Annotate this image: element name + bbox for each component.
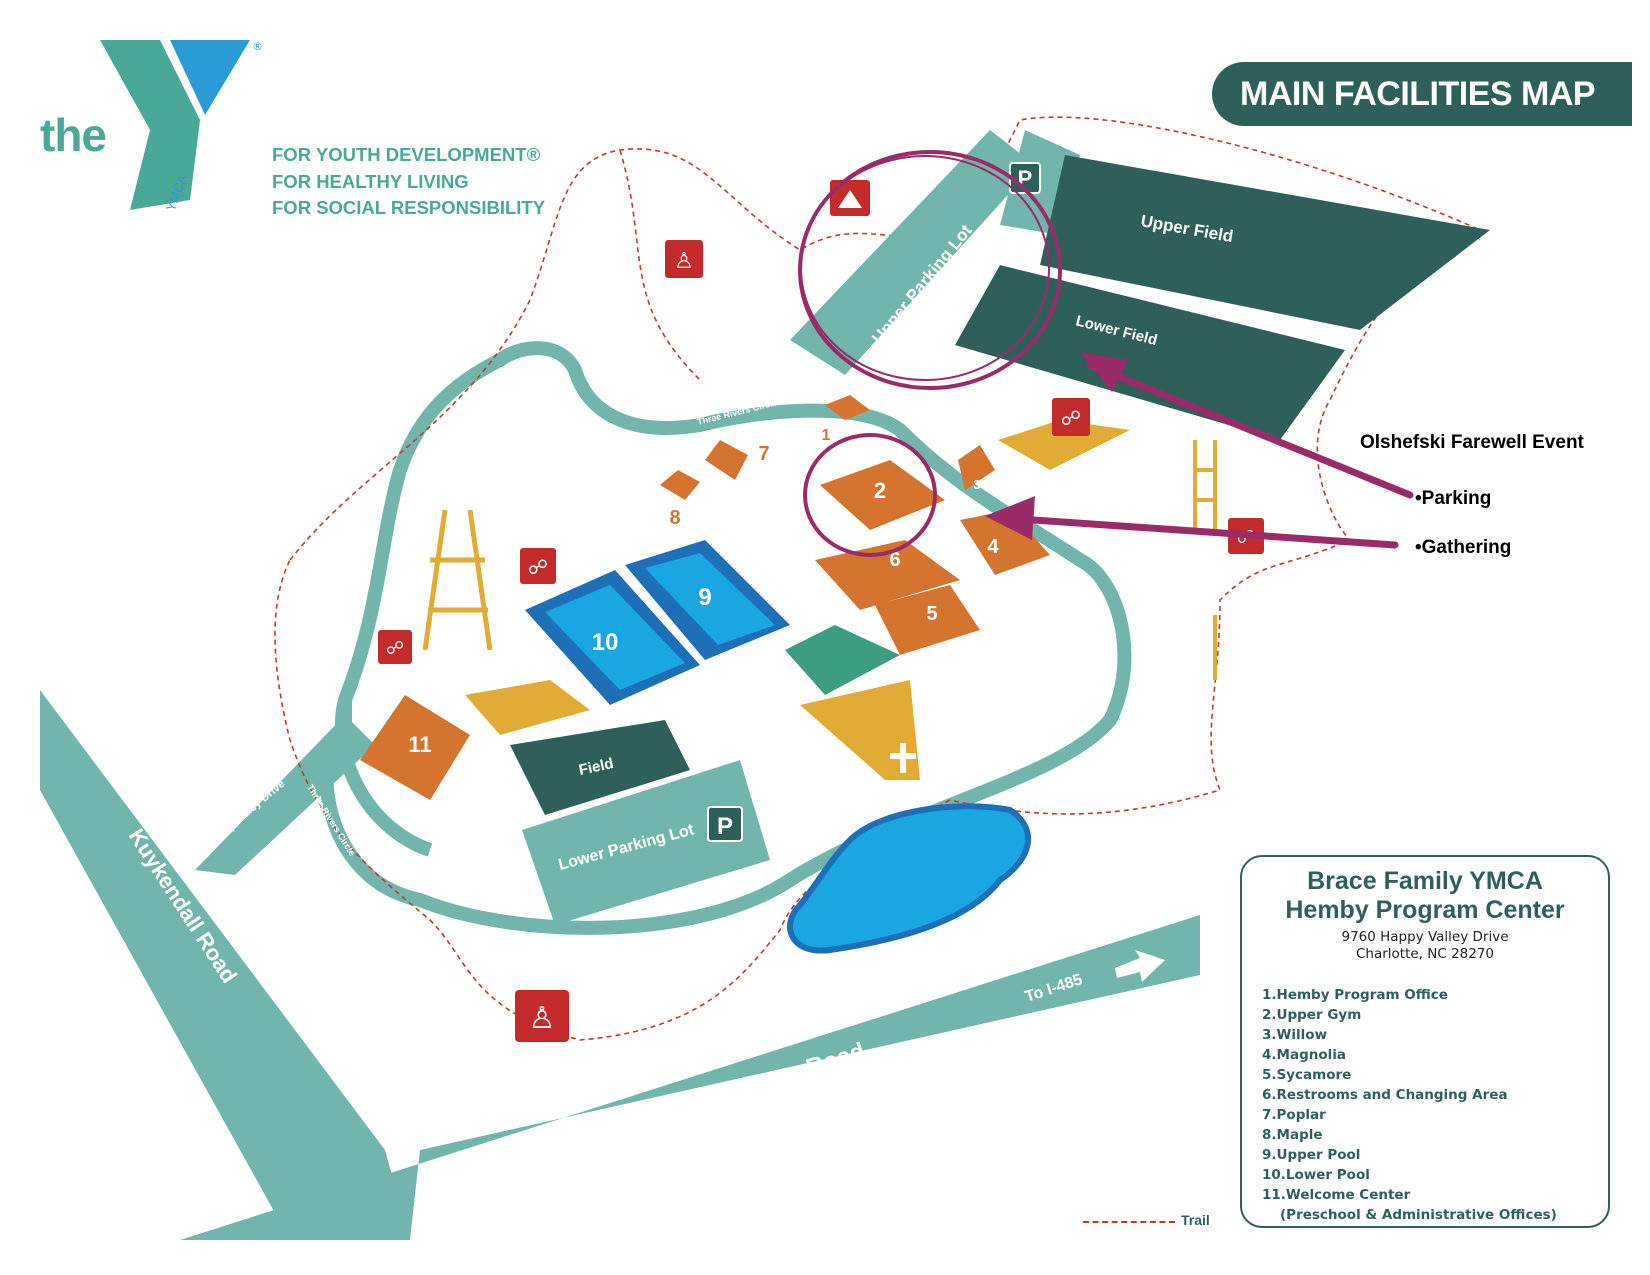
event-parking: •Parking [1415,488,1492,509]
lower-parking-lot: Lower Parking Lot P [522,760,770,925]
buildings: 2 6 4 5 3 1 7 8 11 [360,395,1050,800]
building-11-label: 11 [408,732,431,757]
logo-the-text: the [40,109,107,161]
tagline-3: FOR SOCIAL RESPONSIBILITY [272,197,546,218]
building-1 [825,395,870,420]
svg-text:♙: ♙ [529,1001,556,1036]
center-name-line2: Hemby Program Center [1285,896,1565,924]
building-3-label: 3 [973,477,980,492]
pool-9-label: 9 [698,584,711,611]
pools: 10 9 [525,540,790,705]
building-1-label: 1 [822,427,831,444]
parking-arrow [1086,361,1414,499]
dark-green-lawn [785,625,900,695]
legend-item: 3.Willow [1262,1027,1328,1043]
trail-spur [619,149,701,381]
building-2-label: 2 [874,478,886,503]
svg-text:♙: ♙ [674,249,694,274]
logo-registered-mark: ® [252,40,263,53]
legend-item: 8.Maple [1262,1127,1323,1143]
logo-ymca-text: YMCA [163,172,190,214]
three-rivers-circle-road [319,341,1132,935]
to-i485-arrow [1115,950,1165,982]
hiker-icon: ♙ [665,240,703,278]
gathering-circle [803,433,937,557]
parking-circle [798,150,1062,390]
building-3 [958,445,995,490]
page-title: MAIN FACILITIES MAP [1212,62,1632,126]
activity-areas [465,420,1130,780]
zipline-icon-east: ☍ [1052,398,1090,436]
ymca-logo: the YMCA ® [30,30,290,230]
address-line2: Charlotte, NC 28270 [1355,946,1495,962]
building-6-label: 6 [889,549,900,571]
legend-item: 7.Poplar [1262,1107,1326,1123]
building-5-label: 5 [926,603,937,625]
building-7 [705,440,748,480]
tagline: FOR YOUTH DEVELOPMENT® FOR HEALTHY LIVIN… [272,142,545,222]
svg-text:☍: ☍ [528,555,548,579]
building-4-label: 4 [987,536,999,558]
lake [787,803,1031,954]
inner-loop-road [334,698,433,857]
legend-item: 2.Upper Gym [1262,1007,1362,1023]
tower-icon [1193,440,1217,680]
building-8 [660,470,700,500]
lower-parking-symbol: P [717,813,733,840]
trail-key-line [1083,1221,1175,1223]
pool-10-label: 10 [592,629,619,656]
building-11 [360,695,470,800]
lower-parking-icon [707,806,743,842]
tagline-2: FOR HEALTHY LIVING [272,170,469,192]
field-small [510,720,690,815]
gathering-arrow [1001,514,1399,549]
legend-item: 6.Restrooms and Changing Area [1262,1087,1508,1103]
legend-item: 4.Magnolia [1262,1047,1346,1063]
climbing-tower-icon [422,509,493,651]
climbing-icon: ☍ [520,548,556,584]
svg-text:☍: ☍ [1061,406,1081,430]
camp-tent-icon [830,180,870,216]
trail-key: Trail [1083,1212,1223,1232]
building-6 [815,540,960,610]
building-5 [875,585,980,655]
address-line1: 9760 Happy Valley Drive [1341,929,1509,945]
center-name-line1: Brace Family YMCA [1307,867,1543,895]
legend-item: 1.Hemby Program Office [1262,987,1448,1003]
building-4 [960,510,1050,575]
tagline-1: FOR YOUTH DEVELOPMENT® [272,144,541,165]
center-name: Brace Family YMCA Hemby Program Center [1242,867,1608,925]
upper-field [1040,155,1490,330]
building-2 [820,460,945,530]
hiker-icon-south: ♙ [515,990,569,1042]
building-8-label: 8 [669,507,680,529]
legend-item: 5.Sycamore [1262,1067,1352,1083]
info-panel: Brace Family YMCA Hemby Program Center 9… [1240,855,1610,1228]
zipline-icon-west: ☍ [378,630,412,664]
center-address: 9760 Happy Valley Drive Charlotte, NC 28… [1242,929,1608,963]
event-gathering: •Gathering [1415,537,1512,558]
legend-item: 9.Upper Pool [1262,1147,1361,1163]
event-title: Olshefski Farewell Event [1360,432,1584,453]
building-7-label: 7 [758,443,769,465]
providence-road [180,915,1200,1240]
svg-text:☍: ☍ [386,638,404,659]
event-annotations [798,150,1414,557]
legend-item: 11.Welcome Center [1262,1187,1411,1203]
fields: Upper Field Lower Field Field [510,155,1490,815]
legend-item: 10.Lower Pool [1262,1167,1370,1183]
kuykendall-road [40,690,410,1240]
ymca-logo-shape [100,40,250,210]
trail-key-label: Trail [1181,1212,1210,1228]
building-legend: 1.Hemby Program Office 2.Upper Gym 3.Wil… [1262,985,1608,1225]
cross-icon [890,743,916,773]
trail-path [274,116,1482,1041]
legend-item-sub: (Preschool & Administrative Offices) [1280,1207,1557,1223]
small-field-label: Field [577,755,615,779]
